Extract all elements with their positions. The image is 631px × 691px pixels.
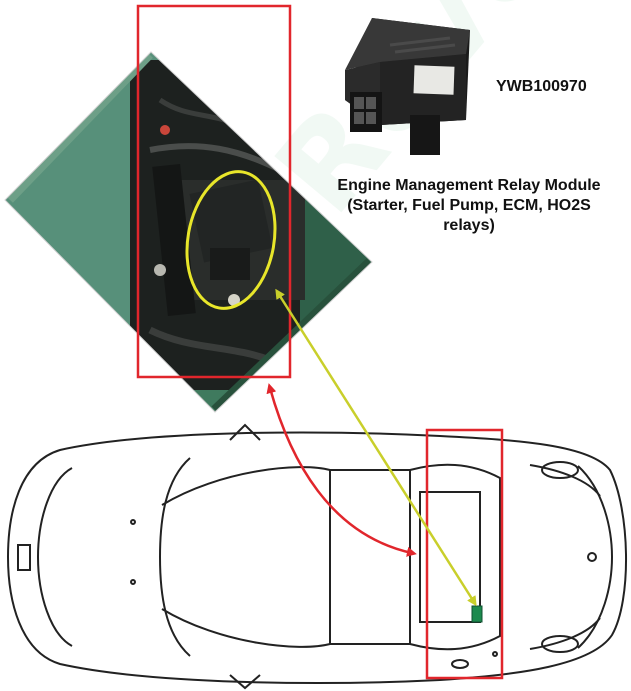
bay-mark — [451, 659, 469, 669]
mirror-left — [229, 423, 261, 441]
rear-plate-light — [17, 544, 31, 571]
fuel-filler-mark — [130, 519, 136, 525]
photo-highlight-box — [136, 4, 292, 379]
module-caption: Engine Management Relay Module (Starter,… — [308, 176, 630, 236]
headlight-left — [541, 461, 579, 479]
photo-frame — [4, 51, 373, 413]
rear-window-edge — [158, 457, 191, 657]
caption-line-3: relays) — [443, 217, 495, 234]
caption-line-2: (Starter, Fuel Pump, ECM, HO2S — [347, 197, 591, 214]
cabin-rear-outline — [161, 466, 331, 648]
module-pointer-arrow — [275, 288, 477, 607]
car-top-view — [6, 423, 627, 690]
headlight-right — [541, 635, 579, 653]
windscreen-glass — [419, 491, 481, 623]
car-rear-panel — [36, 467, 73, 647]
front-badge — [587, 552, 597, 562]
caption-line-1: Engine Management Relay Module — [337, 177, 601, 194]
mirror-right — [229, 674, 261, 690]
module-highlight-circle — [185, 170, 277, 310]
relay-module-image — [345, 18, 470, 155]
part-number-label: YWB100970 — [496, 78, 587, 95]
relay-location-marker — [471, 605, 483, 623]
wiper-pivot — [492, 651, 498, 657]
body-mark — [130, 579, 136, 585]
